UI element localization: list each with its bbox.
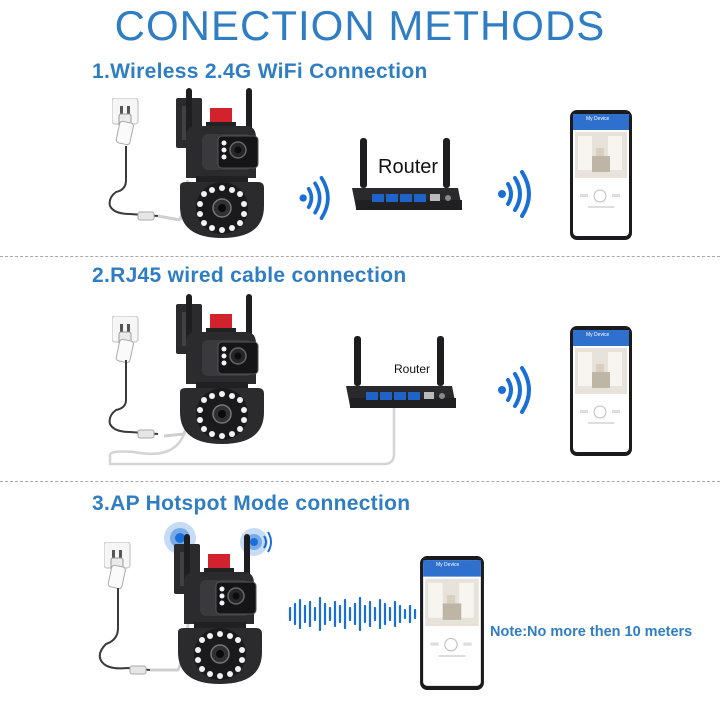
security-camera-icon <box>173 534 263 685</box>
wifi-signal-icon <box>496 170 531 218</box>
phone-header: My Device <box>436 562 460 568</box>
sound-wave-icon <box>288 596 417 632</box>
divider <box>0 481 720 482</box>
wifi-signal-icon <box>496 366 531 414</box>
phone-header: My Device <box>586 332 610 338</box>
smartphone-icon <box>570 110 632 240</box>
section-2-label: 2.RJ45 wired cable connection <box>92 264 407 287</box>
security-camera-icon <box>175 88 265 239</box>
wifi-signal-icon <box>297 176 330 220</box>
divider <box>0 256 720 257</box>
section-1-label: 1.Wireless 2.4G WiFi Connection <box>92 60 428 83</box>
phone-header: My Device <box>586 116 610 122</box>
power-cable <box>108 360 159 439</box>
section-3-label: 3.AP Hotspot Mode connection <box>92 492 411 515</box>
smartphone-icon <box>420 556 484 690</box>
smartphone-icon <box>570 326 632 456</box>
security-camera-icon <box>175 294 265 445</box>
router-label: Router <box>392 362 433 376</box>
range-note: Note:No more then 10 meters <box>490 624 693 640</box>
page-title: CONECTION METHODS <box>114 2 606 49</box>
router-label: Router <box>376 156 441 179</box>
